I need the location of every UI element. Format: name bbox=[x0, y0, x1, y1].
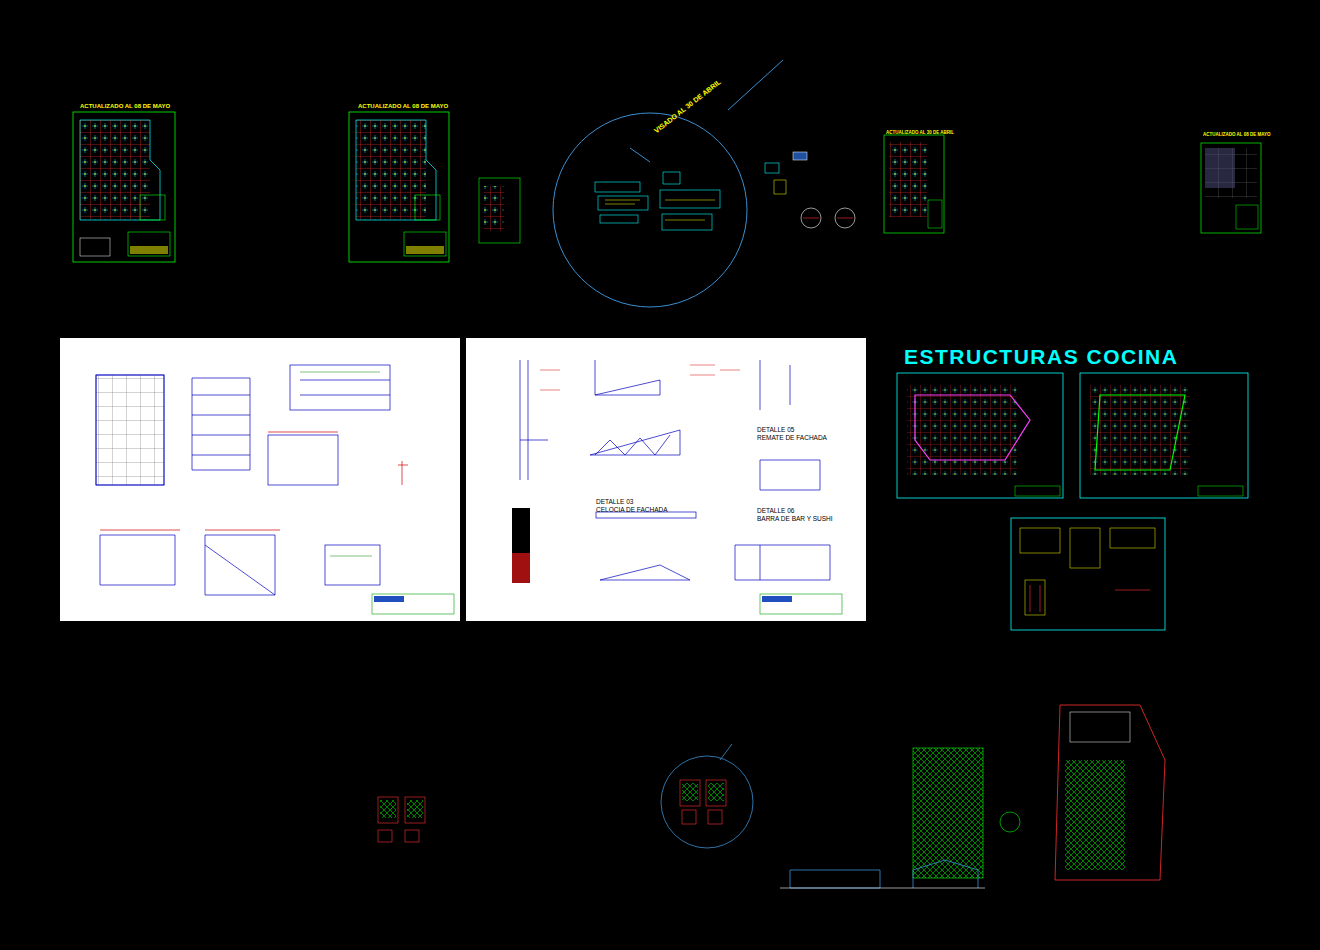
sheet-label: BARRA DE BAR Y SUSHI bbox=[757, 516, 833, 523]
sheet-label: ACTUALIZADO AL 08 DE MAYO bbox=[1203, 133, 1271, 138]
sheet-label: ACTUALIZADO AL 08 DE MAYO bbox=[358, 103, 448, 109]
sheet-label: ACTUALIZADO AL 08 DE MAYO bbox=[80, 103, 170, 109]
sheet-label: CELOCIA DE FACHADA bbox=[596, 507, 668, 514]
sheet-label: DETALLE 06 bbox=[757, 508, 794, 515]
sheet-label: VISADO AL 30 DE ABRIL bbox=[653, 78, 722, 134]
sheet-label: REMATE DE FACHADA bbox=[757, 435, 827, 442]
sheet-heading: ESTRUCTURAS COCINA bbox=[904, 346, 1178, 367]
sheet-label: DETALLE 03 bbox=[596, 499, 633, 506]
sheet-label: DETALLE 05 bbox=[757, 427, 794, 434]
sheet-label: ACTUALIZADO AL 30 DE ABRIL bbox=[886, 131, 954, 136]
